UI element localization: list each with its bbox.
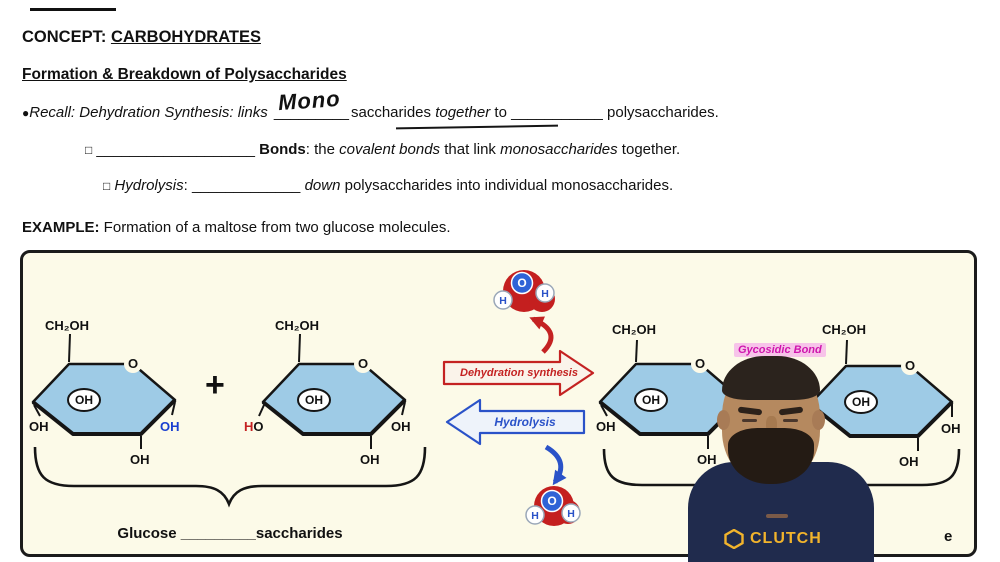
oh-label-reactive: OH <box>160 419 180 434</box>
recall-blank-2: ___________ <box>511 104 603 121</box>
oh-label: OH <box>596 419 616 434</box>
recall-line: ●Recall: Dehydration Synthesis: links __… <box>22 86 719 121</box>
hydrolysis-blank: _____________ <box>191 177 301 194</box>
square-bullet-icon: □ <box>103 179 111 193</box>
subtitle: Formation & Breakdown of Polysaccharides <box>22 66 347 83</box>
instructor-ear <box>717 410 730 430</box>
bullet-icon: ● <box>22 106 30 120</box>
recall-blank-1: _________Mono <box>273 86 349 121</box>
bond-mid1: : the <box>305 141 340 158</box>
instructor-beard <box>728 428 814 518</box>
concept-label: CONCEPT: <box>22 28 107 46</box>
square-bullet-icon: □ <box>85 143 93 157</box>
plus-sign: + <box>205 366 225 404</box>
ch2oh-label: CH₂OH <box>612 322 657 337</box>
product-caption-fragment: e <box>944 528 953 545</box>
ch2oh-label: CH₂OH <box>275 318 320 333</box>
hydrolysis-line: □ Hydrolysis: _____________ down polysac… <box>103 177 673 194</box>
bond-blank: ___________________ <box>96 141 255 158</box>
bond-bold: Bonds <box>259 141 306 158</box>
bond-tail: together. <box>617 141 681 158</box>
recall-together: together <box>435 104 491 121</box>
oh-label: OH <box>360 452 380 467</box>
hydrolysis-mid1: : <box>183 177 192 194</box>
clutch-hexagon-icon <box>724 529 744 549</box>
concept-heading: CONCEPT: CARBOHYDRATES <box>22 28 261 47</box>
hydrolysis-term: Hydrolysis <box>114 177 184 194</box>
ho-oxygen: O <box>253 419 264 434</box>
instructor-eye <box>742 419 757 422</box>
concept-title: CARBOHYDRATES <box>110 28 261 46</box>
bond-italic1: covalent bonds <box>339 141 441 158</box>
ch2oh-label: CH₂OH <box>822 322 867 337</box>
handwritten-answer: Mono <box>277 85 342 116</box>
caption-glucose: Glucose <box>117 525 181 542</box>
oh-label: OH <box>29 419 49 434</box>
recall-mid2: to <box>490 104 512 121</box>
dehydration-arrow-label: Dehydration synthesis <box>460 367 578 379</box>
instructor-webcam: CLUTCH <box>688 356 874 562</box>
recall-label: Recall: <box>29 104 80 121</box>
example-label: EXAMPLE: <box>22 219 100 236</box>
blank-underscores: _________ <box>273 104 349 121</box>
oh-label: OH <box>899 454 919 469</box>
instructor-hair <box>722 356 820 400</box>
clutch-logo: CLUTCH <box>724 526 854 552</box>
hydrolysis-down: down <box>300 177 345 194</box>
instructor-mouth <box>766 514 788 518</box>
oh-label: OH <box>941 421 961 436</box>
example-line: EXAMPLE: Formation of a maltose from two… <box>22 219 451 236</box>
instructor-eye <box>783 419 798 422</box>
oh-label: OH <box>130 452 150 467</box>
caption-blank: _________saccharides <box>180 525 343 542</box>
reactants-caption: Glucose _________saccharides <box>60 525 400 542</box>
page-corner-mark <box>30 8 116 11</box>
handwritten-underline <box>395 124 559 130</box>
ho-label-reactive: HO <box>244 419 264 434</box>
hydrolysis-arrow-label: Hydrolysis <box>494 415 556 429</box>
glycosidic-bond-label: Gycosidic Bond <box>734 343 826 357</box>
bond-italic2: monosaccharides <box>500 141 618 158</box>
example-text: Formation of a maltose from two glucose … <box>99 219 451 236</box>
ch2oh-label: CH₂OH <box>45 318 90 333</box>
bond-mid2: that link <box>440 141 501 158</box>
recall-tail: polysaccharides. <box>602 104 719 121</box>
instructor-ear <box>812 410 825 430</box>
oh-label: OH <box>391 419 411 434</box>
glycosidic-bonds-line: □ ___________________ Bonds: the covalen… <box>85 141 680 158</box>
recall-mid1: saccharides <box>350 104 436 121</box>
recall-term: Dehydration Synthesis: links <box>79 104 268 121</box>
clutch-logo-text: CLUTCH <box>750 530 822 547</box>
reactive-h: H <box>244 419 254 434</box>
instructor-head <box>717 356 825 518</box>
hydrolysis-tail: polysaccharides into individual monosacc… <box>344 177 674 194</box>
